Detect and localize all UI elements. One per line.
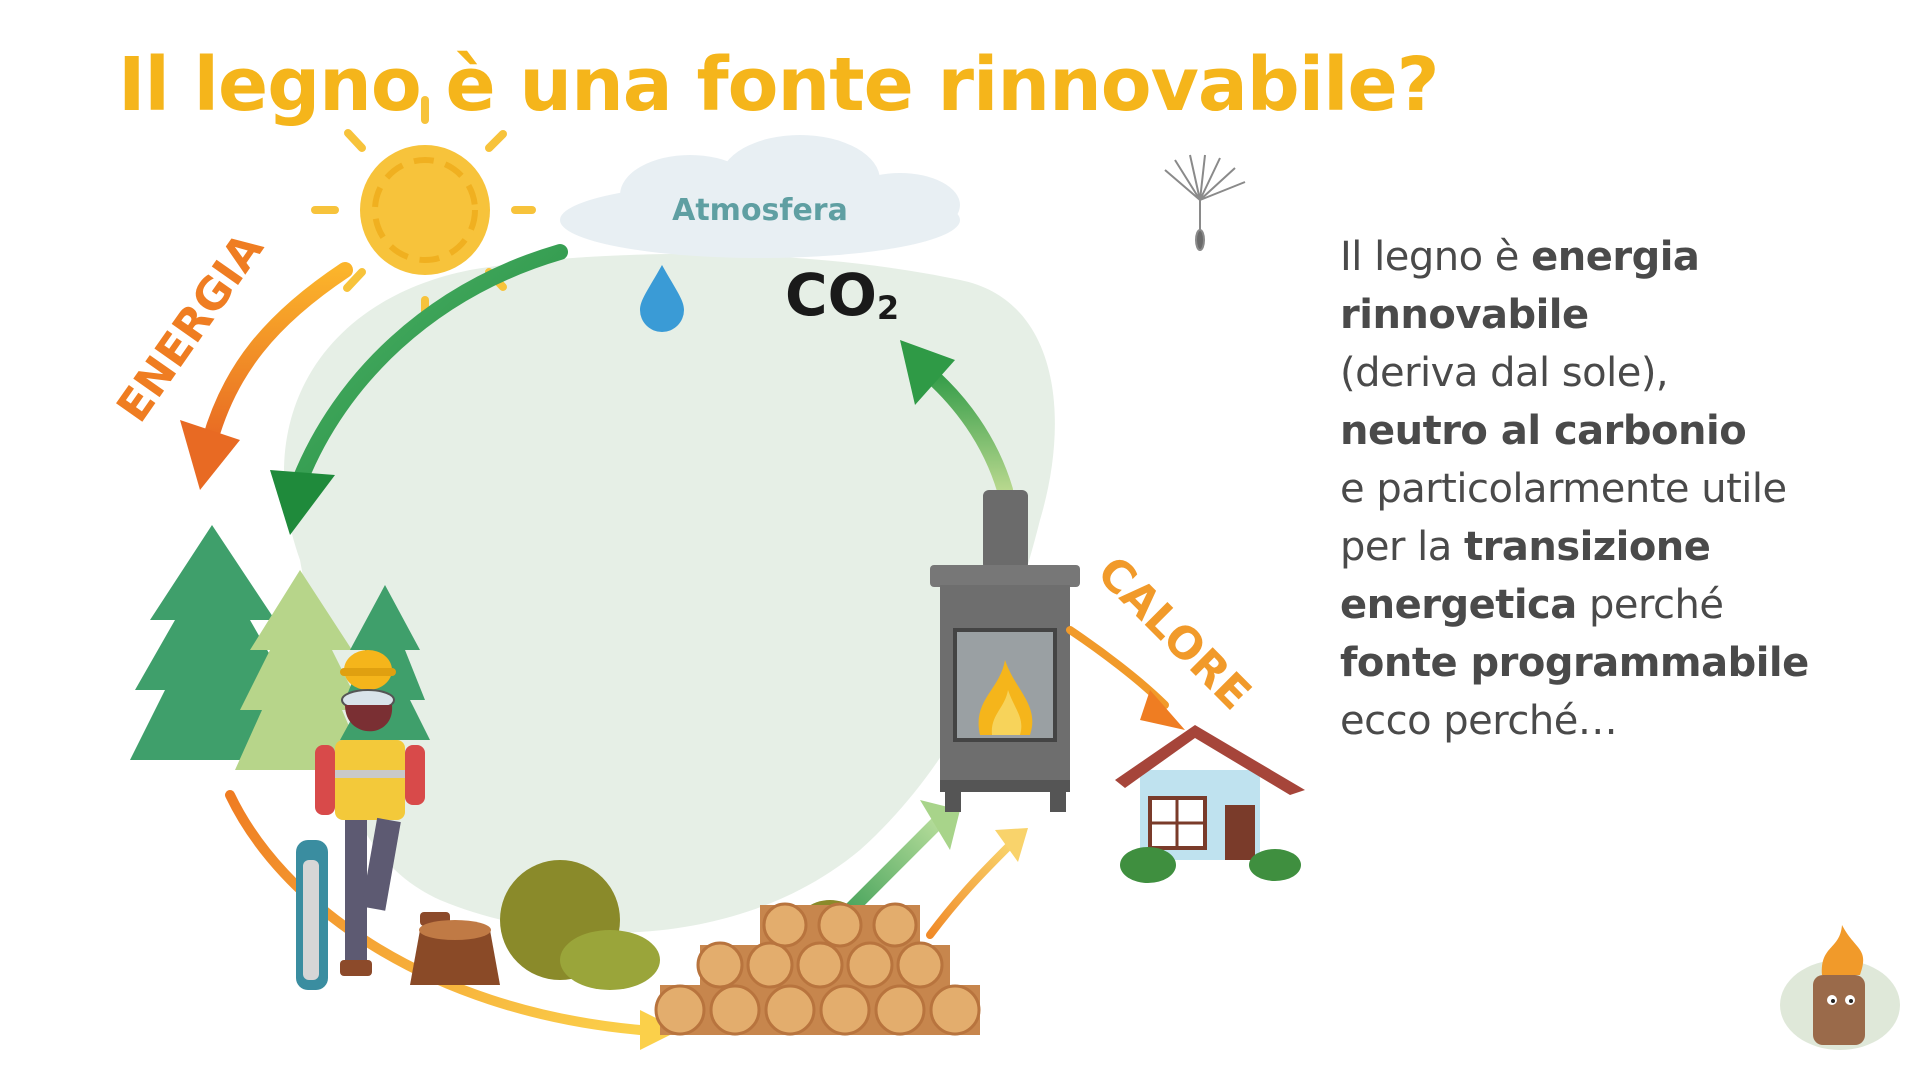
sun-icon bbox=[311, 96, 536, 322]
dandelion-seed-icon bbox=[1164, 154, 1246, 251]
co2-subscript: 2 bbox=[877, 289, 899, 327]
house-illustration bbox=[1115, 725, 1305, 883]
desc-bold-part: neutro al carbonio bbox=[1340, 408, 1747, 454]
stove-illustration bbox=[930, 490, 1080, 812]
energy-label: ENERGIA bbox=[107, 224, 273, 431]
desc-part: Il legno è bbox=[1340, 234, 1532, 280]
harvest-arrow bbox=[225, 790, 645, 1035]
tree-middle bbox=[235, 570, 368, 770]
logs-to-stove-arrow-orange bbox=[926, 841, 1014, 939]
desc-part: perché bbox=[1576, 582, 1724, 628]
desc-part: per la bbox=[1340, 524, 1464, 570]
heat-arrow bbox=[1066, 626, 1169, 709]
cloud-icon bbox=[560, 135, 960, 258]
energy-arrow bbox=[202, 262, 353, 448]
desc-bold-part: energia rinnovabile bbox=[1340, 234, 1700, 338]
co2-absorption-arrowhead bbox=[270, 470, 335, 535]
co2-absorption-arrow bbox=[292, 244, 568, 488]
co2-release-arrow bbox=[917, 362, 1013, 498]
co2-release-arrowhead bbox=[900, 340, 955, 405]
page-title: Il legno è una fonte rinnovabile? bbox=[118, 42, 1440, 128]
lumberjack-illustration bbox=[296, 650, 450, 990]
mascot-log-icon bbox=[1780, 925, 1900, 1050]
desc-part: ecco perché… bbox=[1340, 698, 1618, 744]
water-drop-icon bbox=[640, 265, 684, 332]
heat-label: CALORE bbox=[1087, 547, 1260, 720]
desc-bold-part: fonte programmabile bbox=[1340, 640, 1809, 686]
logs-to-stove-arrowhead-orange bbox=[995, 828, 1028, 862]
heat-arrowhead bbox=[1140, 690, 1185, 730]
energy-arrowhead bbox=[180, 420, 240, 490]
description-text: Il legno è energia rinnovabile (deriva d… bbox=[1340, 228, 1900, 750]
desc-part: e particolarmente utile bbox=[1340, 466, 1787, 512]
tree-stump bbox=[410, 920, 500, 985]
desc-bold-part: transizione energetica bbox=[1340, 524, 1711, 628]
co2-label: CO2 bbox=[785, 261, 899, 329]
log-pile-illustration bbox=[654, 902, 981, 1036]
logs-to-stove-arrowhead-green bbox=[920, 800, 960, 850]
background-blob bbox=[283, 253, 1055, 933]
atmosphere-label: Atmosfera bbox=[672, 193, 848, 228]
desc-part: (deriva dal sole), bbox=[1340, 350, 1669, 396]
